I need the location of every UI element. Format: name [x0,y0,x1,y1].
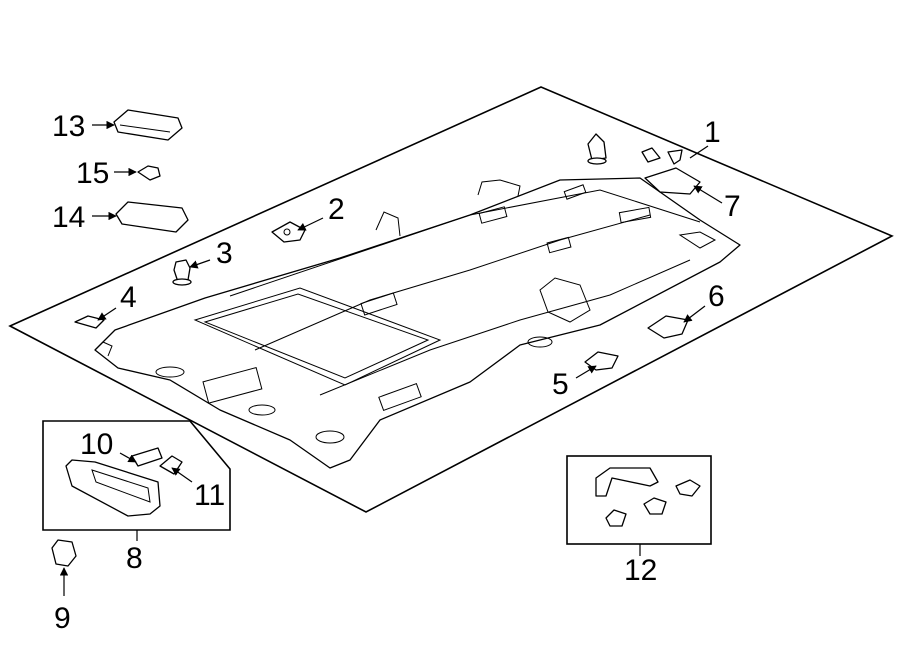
grab-handle-group-frame [566,455,712,545]
callout-5: 5 [552,368,569,401]
callout-6: 6 [708,280,725,313]
callout-11: 11 [194,479,225,512]
callout-14: 14 [52,201,85,234]
bracket-part [271,221,306,243]
callout-4: 4 [120,281,137,314]
callout-8: 8 [126,542,143,575]
callout-3: 3 [216,237,233,270]
leader-lines [59,120,723,596]
headliner-panel [94,177,741,469]
clip-part [172,259,192,286]
callout-13: 13 [52,110,85,143]
console-bracket-part [587,133,701,195]
callout-2: 2 [328,193,345,226]
callout-12: 12 [624,554,657,587]
cover-part [647,315,689,339]
callout-15: 15 [76,157,109,190]
mount-bracket-part [584,351,619,371]
lamp-cover-part [115,201,189,233]
headliner-assembly-frame [8,86,894,513]
sun-visor-part [65,447,183,517]
visor-clip-part [51,539,77,567]
grab-handle-part [595,467,701,527]
callout-1: 1 [704,116,721,149]
retainer-part [74,315,105,329]
callout-10: 10 [80,428,113,461]
callout-7: 7 [724,190,741,223]
lamp-lens-part [113,109,183,141]
bulb-part [137,165,161,181]
sun-visor-group-frame [42,420,231,531]
callout-9: 9 [54,602,71,635]
